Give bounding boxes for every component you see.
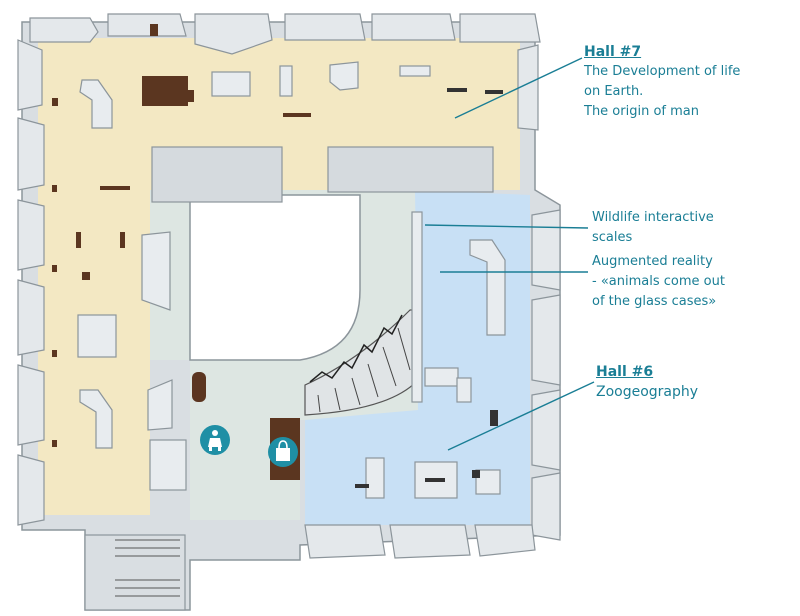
hall-6-fixtures [355, 88, 503, 488]
wildlife-line-2: scales [592, 230, 633, 245]
hall-7-title: Hall #7 [584, 44, 642, 60]
display-case-dark [142, 76, 188, 106]
hall-7-desc-line-1: The Development of life [584, 64, 741, 79]
pointer-lines [424, 57, 595, 451]
hall-7-desc-line-2: on Earth. [584, 84, 644, 99]
hall-6-desc-line-1: Zoogeography [596, 384, 699, 400]
hall-6-label: Hall #6 Zoogeography [596, 362, 698, 402]
courtyard [189, 194, 361, 361]
staircase-steps [317, 327, 411, 413]
hall-6-exhibits [365, 211, 506, 499]
top-partition-left [151, 146, 283, 203]
top-partition-right [327, 146, 494, 193]
hall-6-title: Hall #6 [596, 364, 654, 380]
wildlife-label: Wildlife interactive scales [592, 208, 714, 248]
wildlife-line-1: Wildlife interactive [592, 210, 714, 225]
restroom-icon[interactable] [200, 425, 230, 455]
shopping-bag-icon[interactable] [268, 437, 298, 467]
hall-7-desc-line-3: The origin of man [584, 104, 699, 119]
ar-line-3: of the glass cases» [592, 294, 717, 309]
staircase-zigzag [309, 314, 403, 383]
ar-label: Augmented reality - «animals come out of… [592, 252, 725, 312]
left-niches [17, 39, 45, 526]
right-niches [517, 44, 561, 541]
corridor-bench [192, 372, 206, 402]
hall-7-exhibits [77, 61, 431, 491]
ar-line-2: - «animals come out [592, 274, 725, 289]
stairwell [84, 534, 186, 611]
top-niches [29, 13, 541, 55]
hall-7-label: Hall #7 The Development of life on Earth… [584, 42, 740, 122]
bottom-niches [304, 524, 536, 559]
ar-line-1: Augmented reality [592, 254, 713, 269]
small-dark-fixtures [52, 24, 311, 447]
